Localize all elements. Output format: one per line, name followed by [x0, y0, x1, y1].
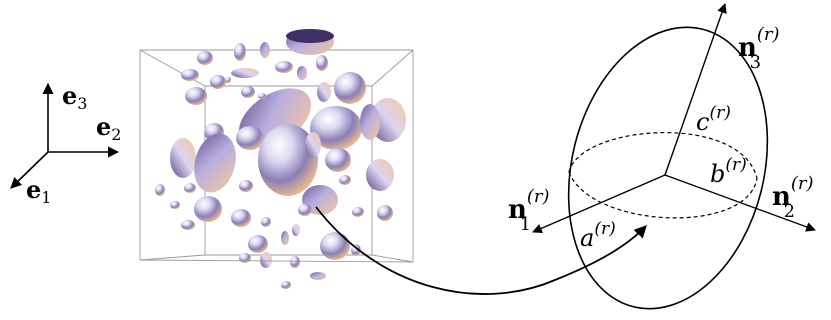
n2-label: n(r)2 — [772, 173, 814, 222]
reference-frame: e3 e2 e1 — [10, 81, 121, 207]
e3-label: e3 — [62, 81, 87, 113]
particles — [155, 29, 406, 289]
c-label: c(r) — [696, 103, 731, 136]
equator-back — [568, 132, 758, 179]
e2-label: e2 — [96, 112, 121, 144]
n1-label: n(r)1 — [508, 186, 550, 235]
n1-axis — [532, 174, 666, 234]
equator-front — [568, 171, 758, 219]
e1-label: e1 — [26, 175, 51, 207]
e1-axis — [10, 151, 49, 189]
n2-axis — [664, 174, 816, 232]
n3-label: n(r)3 — [738, 24, 780, 73]
n3-axis — [664, 3, 727, 176]
zoom-arrow — [315, 206, 647, 295]
b-label: b(r) — [710, 155, 747, 188]
a-label: a(r) — [580, 219, 616, 252]
particle-cube — [139, 29, 414, 289]
ellipsoid-outline — [567, 26, 769, 310]
ellipsoid-detail: n(r)3 n(r)2 n(r)1 c(r) b(r) a(r) — [508, 3, 816, 310]
